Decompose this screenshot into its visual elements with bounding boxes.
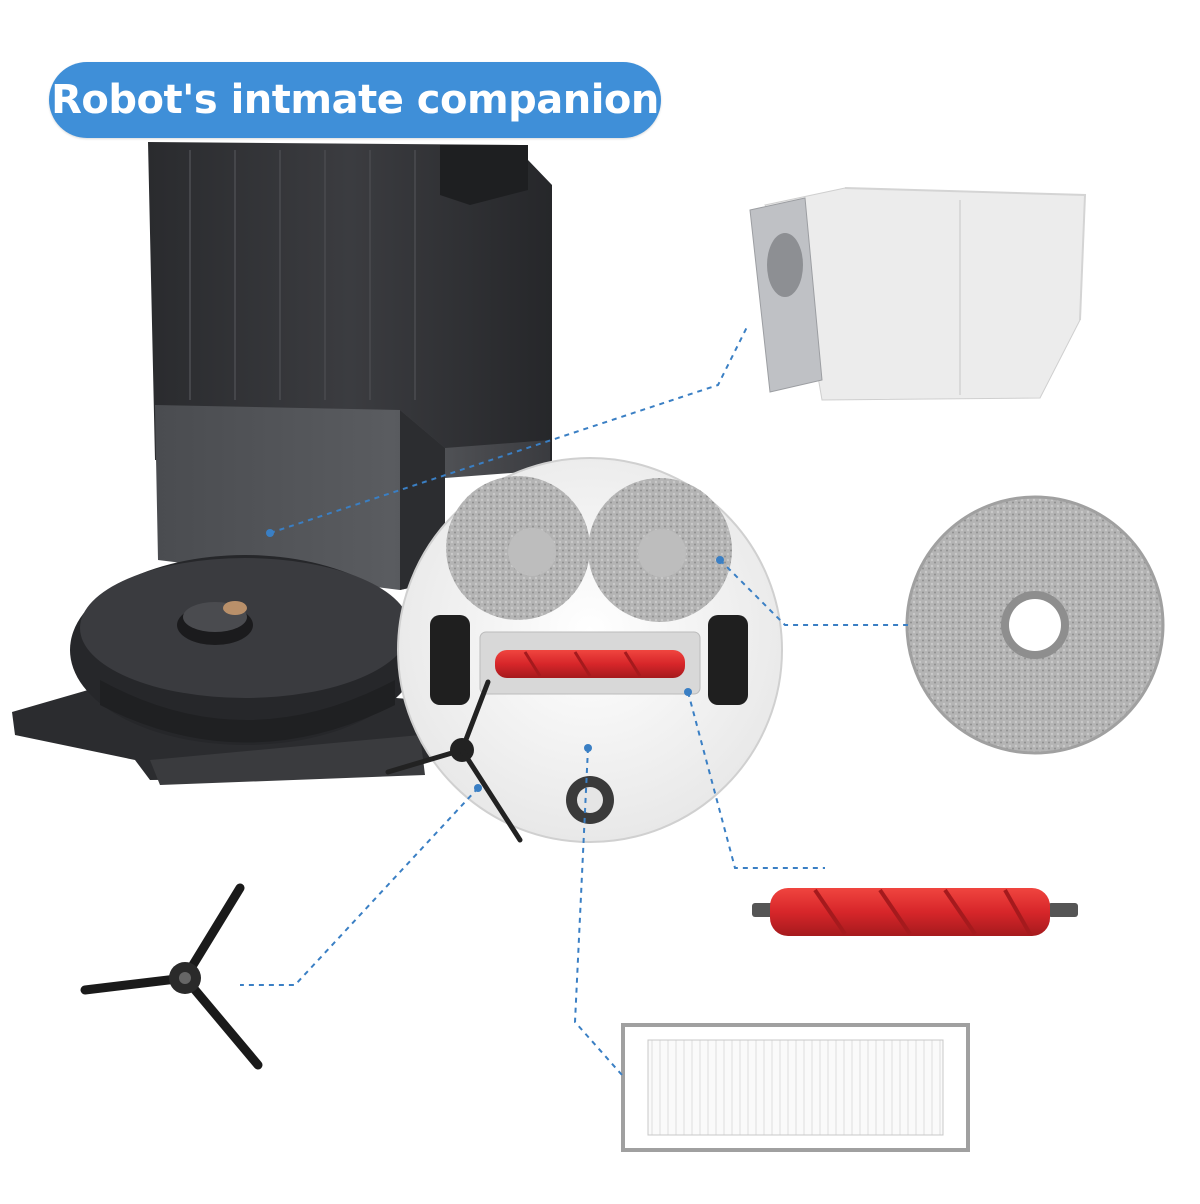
self-emptying-base-station	[12, 142, 552, 785]
callout-dots	[266, 529, 724, 792]
callout-lines	[240, 324, 908, 1076]
title-text: Robot's intmate companion	[51, 77, 659, 123]
title-banner: Robot's intmate companion	[49, 62, 661, 138]
mop-pad	[905, 495, 1165, 755]
hepa-filter	[621, 1023, 970, 1152]
main-roller-brush	[752, 888, 1078, 936]
dust-bag	[749, 187, 1087, 401]
side-brush	[80, 883, 263, 1070]
robot-vacuum-underside	[385, 457, 783, 843]
